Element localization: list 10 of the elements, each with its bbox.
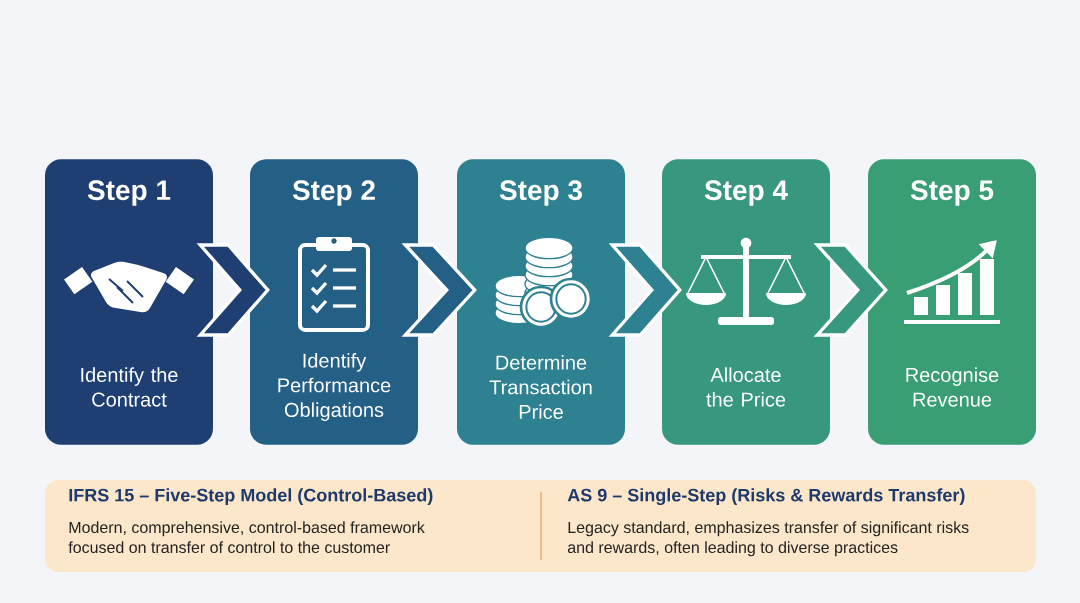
standard-summary: IFRS 15 – Five-Step Model (Control-Based) Modern, comprehensive, control-based framework focused on transfer of control to the customer — [68, 488, 433, 554]
standard-summary: AS 9 – Single-Step (Risks & Rewards Transfer) Legacy standard, emphasizes transfer of significant risks and rewards, often leading to diverse practices — [567, 488, 969, 557]
chevron-arrow — [608, 243, 682, 337]
step-card: Step 4 Allocate the Price — [662, 159, 830, 445]
chevron-arrow — [401, 243, 477, 337]
step-card: Step 1 Identify the Contract — [45, 159, 213, 445]
step-card: Step 5 Recognise Revenue — [868, 159, 1036, 445]
chevron-arrow — [196, 243, 270, 337]
chevron-arrow — [813, 243, 888, 337]
step-card: Step 2 Identify Performance Obligations — [250, 159, 418, 445]
